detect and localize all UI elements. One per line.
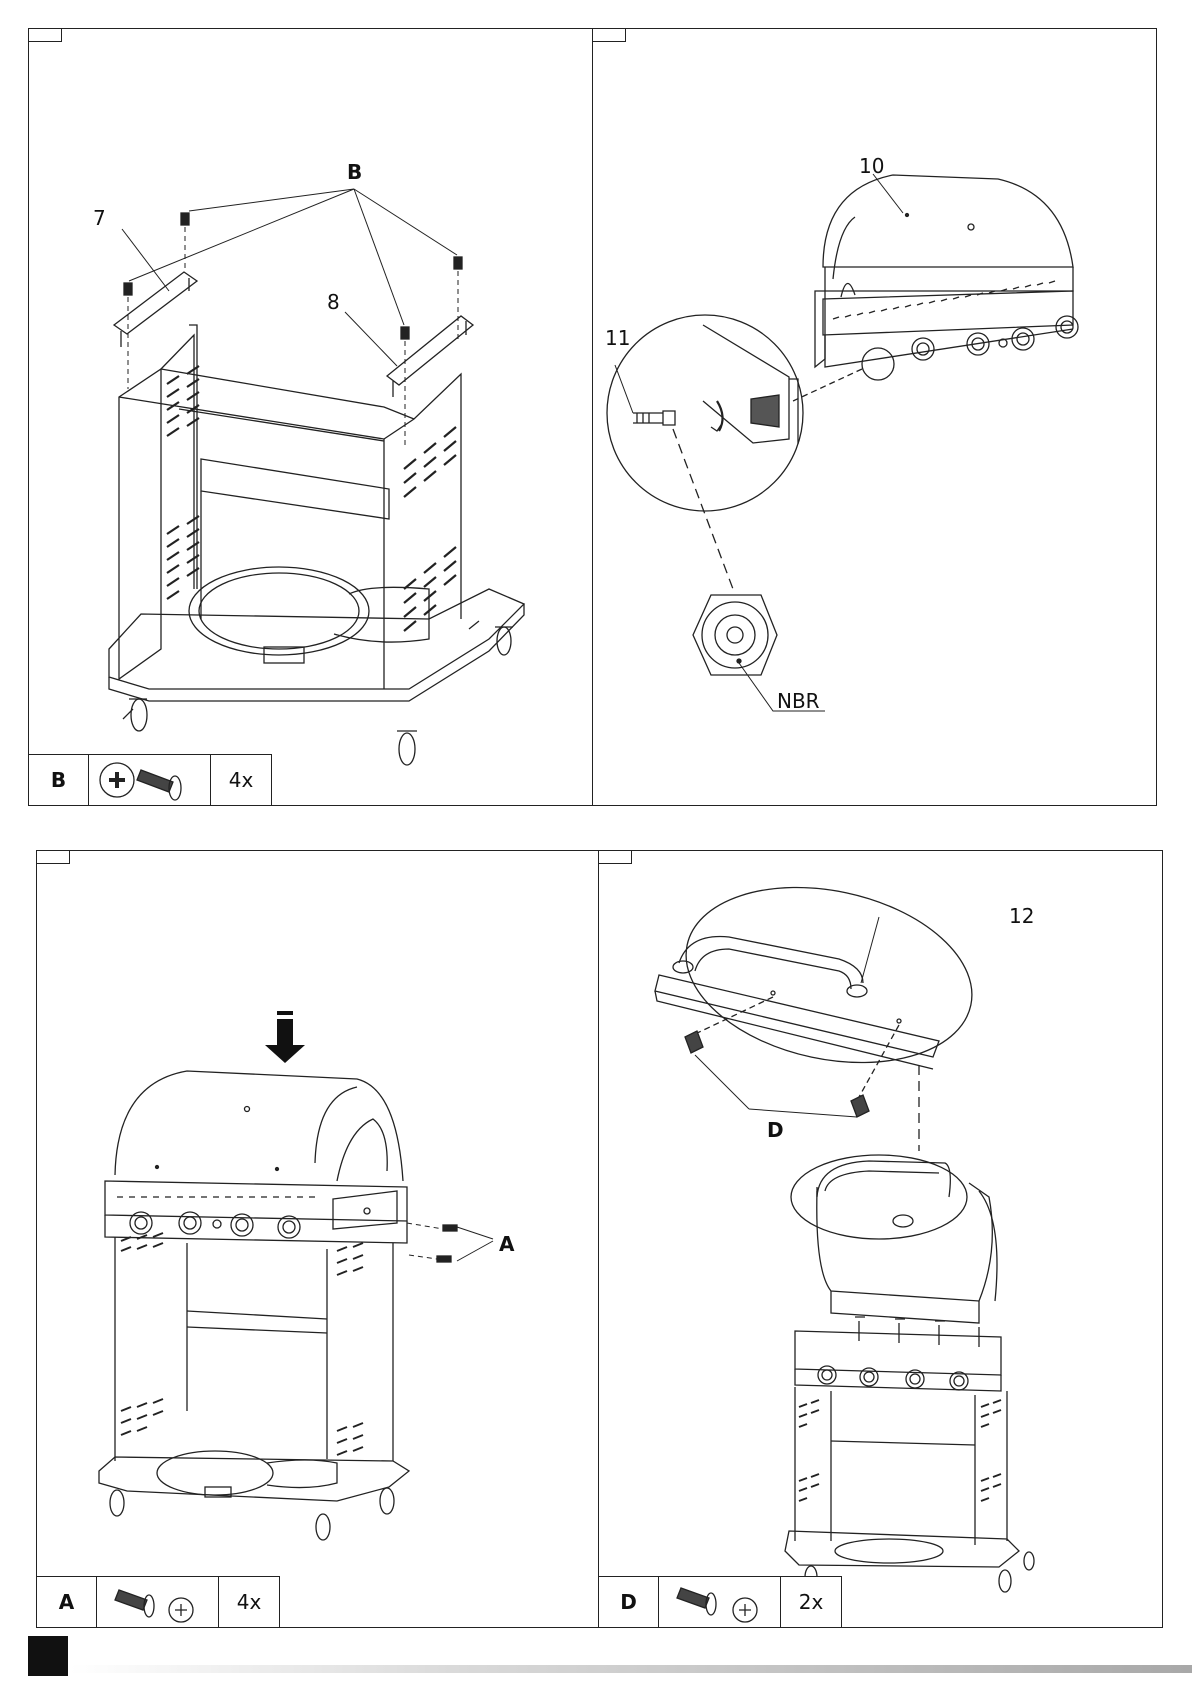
screw-icon (124, 213, 462, 339)
caster-wheels (110, 1488, 394, 1540)
step-panel-3: A A 4x (36, 850, 600, 1628)
step-panel-4: 12 D D 2x (598, 850, 1163, 1628)
hardware-picture (659, 1577, 781, 1627)
hardware-legend-b: B 4x (28, 754, 272, 806)
phillips-head-icon (100, 763, 134, 797)
cart-frame (99, 1237, 409, 1501)
callout-b-label: B (347, 160, 362, 184)
vent-pattern (799, 1400, 1001, 1501)
phillips-head-icon (733, 1598, 757, 1622)
screw-icon (115, 1590, 154, 1617)
part-8-label: 8 (327, 290, 340, 314)
magnified-detail (607, 315, 803, 511)
cart-frame-illustration: B 7 8 (29, 29, 594, 807)
step-panel-2: 10 11 NBR (592, 28, 1157, 806)
grill-head (815, 175, 1078, 367)
callout-d-label: D (767, 1118, 784, 1142)
grill-mounting-illustration: A (37, 851, 601, 1629)
grill-head-gas-connection-illustration: 10 11 NBR (593, 29, 1158, 807)
nbr-label: NBR (777, 689, 820, 713)
part-12-label: 12 (1009, 904, 1034, 928)
screw-icon (633, 395, 779, 427)
screw-icon (437, 1225, 457, 1262)
hardware-legend-a: A 4x (36, 1576, 280, 1628)
grill-head (105, 1071, 407, 1243)
footer-gradient-bar (70, 1665, 1192, 1673)
down-arrow-icon (265, 1011, 305, 1063)
hardware-key: B (29, 755, 89, 805)
screw-icon (137, 770, 181, 800)
part-11-label: 11 (605, 326, 630, 350)
hardware-legend-d: D 2x (598, 1576, 842, 1628)
grill-open (785, 1155, 1019, 1567)
step-panel-1: B 7 8 B 4x (28, 28, 593, 806)
caster-wheels (123, 621, 513, 765)
part-7-label: 7 (93, 206, 106, 230)
hardware-picture (89, 755, 211, 805)
part-10-label: 10 (859, 154, 884, 178)
handle-detail (655, 863, 988, 1097)
screw-icon (677, 1588, 716, 1615)
phillips-head-icon (169, 1598, 193, 1622)
hardware-key: A (37, 1577, 97, 1627)
handle-installation-illustration: 12 D (599, 851, 1164, 1629)
hardware-picture (97, 1577, 219, 1627)
callout-a-label: A (499, 1232, 515, 1256)
screw-icon (685, 1031, 869, 1117)
hardware-quantity: 2x (781, 1577, 841, 1627)
hardware-quantity: 4x (219, 1577, 279, 1627)
hardware-key: D (599, 1577, 659, 1627)
hardware-quantity: 4x (211, 755, 271, 805)
page-marker-block (28, 1636, 68, 1676)
